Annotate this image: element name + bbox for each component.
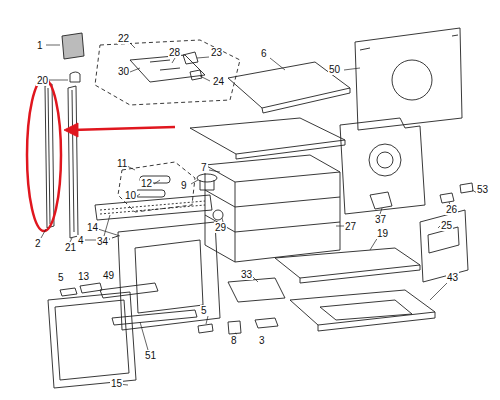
callout-number: 21: [64, 242, 77, 253]
callout-number: 33: [240, 269, 253, 280]
callout-number: 10: [124, 190, 137, 201]
callout-number: 5: [57, 272, 65, 283]
callout-number: 8: [230, 335, 238, 346]
callout-number: 43: [446, 272, 459, 283]
callout-number: 24: [212, 76, 225, 87]
callout-number: 20: [36, 75, 49, 86]
callout-number: 29: [214, 222, 227, 233]
callout-number: 23: [210, 47, 223, 58]
callout-number: 12: [140, 178, 153, 189]
callout-number: 19: [376, 228, 389, 239]
callout-number: 30: [117, 66, 130, 77]
callout-number: 26: [445, 204, 458, 215]
callout-number: 22: [117, 33, 130, 44]
callout-number: 9: [180, 180, 188, 191]
callout-number: 6: [260, 48, 268, 59]
callout-number: 4: [77, 235, 85, 246]
callout-number: 11: [116, 158, 128, 169]
callout-number: 3: [258, 335, 266, 346]
callout-number: 37: [374, 214, 387, 225]
callout-number: 1: [36, 40, 44, 51]
callout-number: 15: [110, 378, 123, 389]
callout-number: 51: [144, 350, 157, 361]
callout-number: 27: [344, 221, 357, 232]
callout-number: 14: [86, 222, 99, 233]
callout-number: 2: [34, 238, 42, 249]
callout-number: 25: [440, 220, 453, 231]
callout-number: 7: [200, 162, 208, 173]
callout-number: 53: [476, 184, 489, 195]
callout-number: 28: [168, 47, 181, 58]
callout-number: 49: [102, 270, 115, 281]
callout-number: 50: [328, 64, 341, 75]
callout-number: 5: [200, 305, 208, 316]
callout-number: 13: [77, 271, 90, 282]
callout-number: 34: [96, 236, 109, 247]
